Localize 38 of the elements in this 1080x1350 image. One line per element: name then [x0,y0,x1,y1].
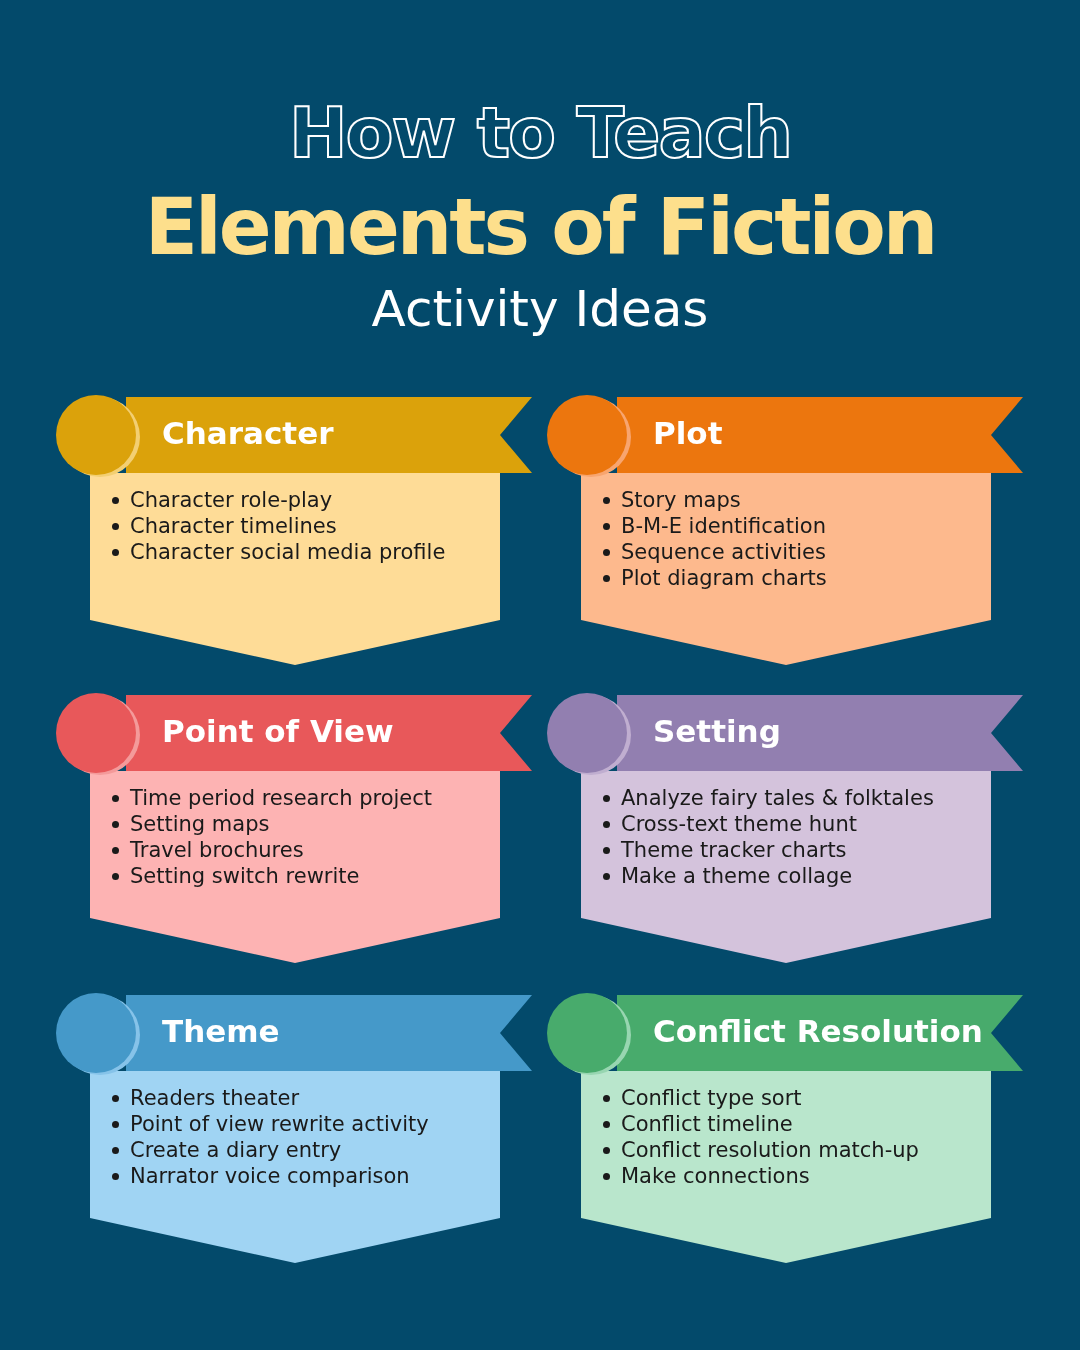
list-item: Conflict type sort [621,1085,802,1111]
list-item: Make a theme collage [621,863,853,889]
list-item: Character role-play [130,487,333,513]
list-item: Story maps [621,487,741,513]
card-heading: Setting [653,712,781,751]
list-item: Setting switch rewrite [130,863,360,889]
activity-card [56,693,532,965]
subheading: Activity Ideas [370,280,710,338]
card-heading: Character [162,414,334,453]
list-item: Time period research project [130,785,433,811]
activity-card [547,993,1023,1265]
list-item: Setting maps [130,811,270,837]
list-item: Conflict resolution match-up [621,1137,919,1163]
card-heading: Plot [653,414,723,453]
list-item: Character social media profile [130,539,446,565]
list-item: Analyze fairy tales & folktales [621,785,934,811]
subtitle: Elements of Fiction [143,182,937,272]
list-item: Cross-text theme hunt [621,811,857,837]
list-item: B-M-E identification [621,513,826,539]
activity-card [56,395,532,667]
title: How to Teach [287,92,793,174]
list-item: Theme tracker charts [621,837,847,863]
activity-card [56,993,532,1265]
activity-card [547,693,1023,965]
list-item: Make connections [621,1163,810,1189]
list-item: Travel brochures [130,837,304,863]
activity-card [547,395,1023,667]
list-item: Sequence activities [621,539,826,565]
list-item: Plot diagram charts [621,565,827,591]
list-item: Narrator voice comparison [130,1163,410,1189]
card-heading: Theme [162,1012,280,1051]
list-item: Character timelines [130,513,337,539]
list-item: Conflict timeline [621,1111,793,1137]
list-item: Create a diary entry [130,1137,342,1163]
list-item: Readers theater [130,1085,300,1111]
card-heading: Conflict Resolution [653,1012,983,1051]
card-heading: Point of View [162,712,394,751]
list-item: Point of view rewrite activity [130,1111,429,1137]
